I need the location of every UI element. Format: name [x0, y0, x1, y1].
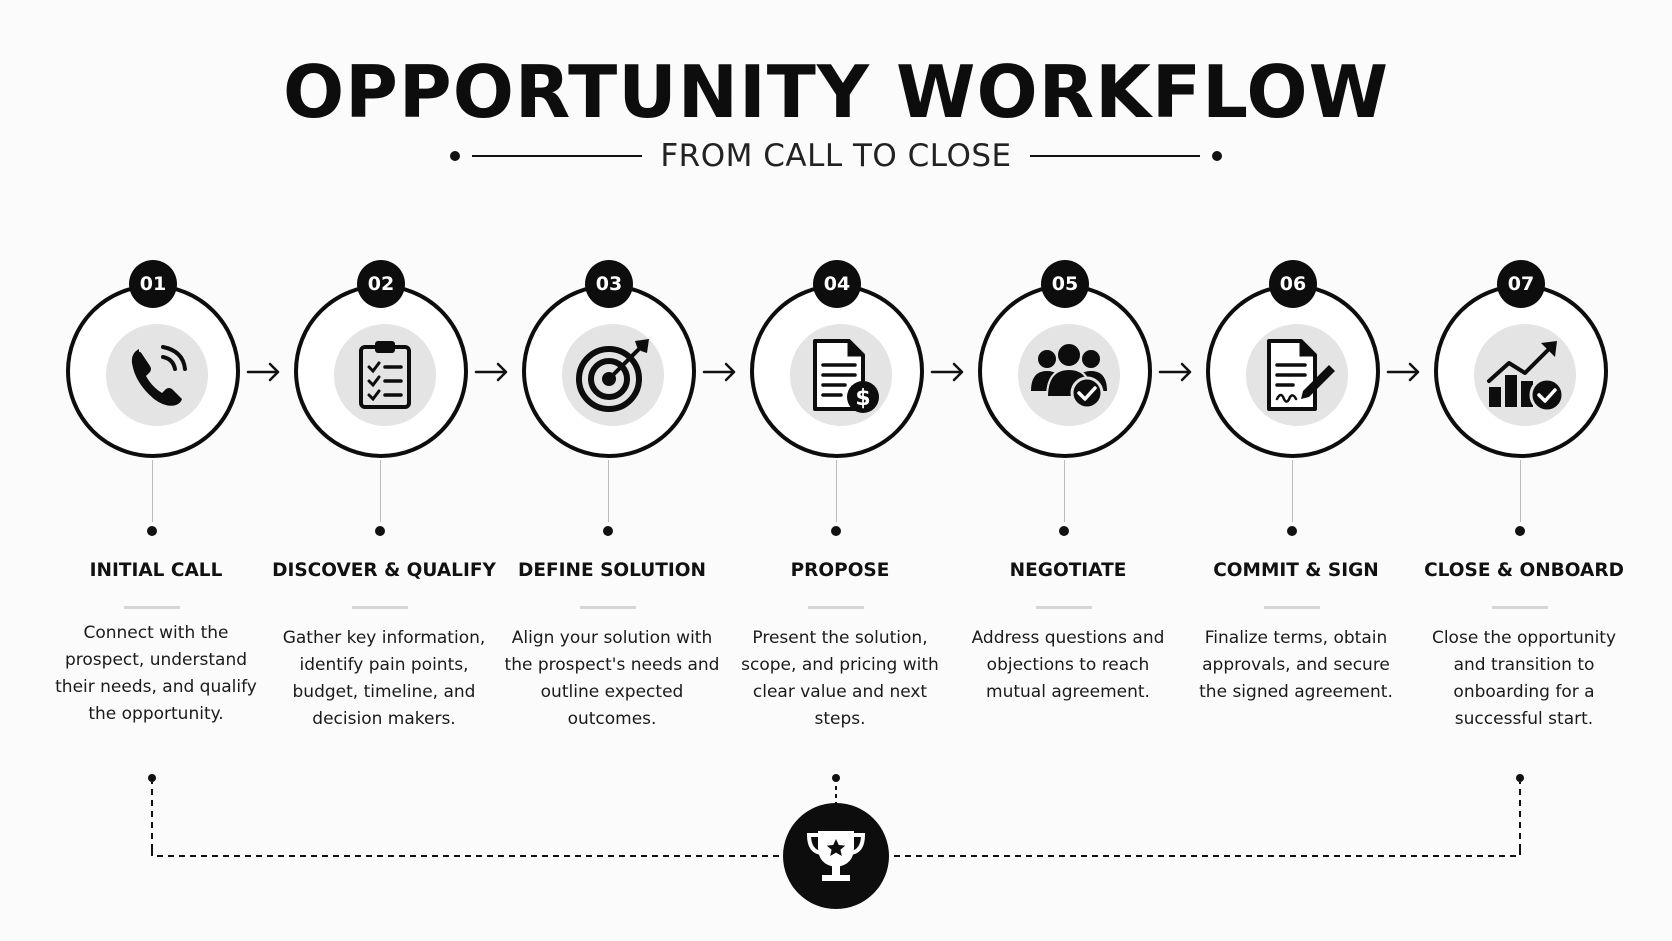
clipboard-checklist-icon: [359, 341, 411, 409]
subtitle-left-rule: [472, 155, 643, 157]
step-description: Gather key information, identify pain po…: [282, 628, 486, 729]
dashed-return-path: [151, 850, 1521, 857]
step-title: DISCOVER & QUALIFY: [272, 560, 496, 581]
step-description: Connect with the prospect, understand th…: [55, 623, 257, 724]
step-ring: [294, 284, 468, 458]
step-title: CLOSE & ONBOARD: [1424, 560, 1624, 581]
step-ring: [66, 284, 240, 458]
step-title: NEGOTIATE: [1009, 560, 1127, 581]
arrow-right-icon: [1158, 362, 1192, 382]
contract-sign-icon: [1267, 339, 1335, 411]
step-description: Present the solution, scope, and pricing…: [741, 628, 939, 729]
step-number-badge: 06: [1269, 260, 1317, 308]
step-description: Finalize terms, obtain approvals, and se…: [1199, 628, 1393, 702]
step-number-badge: 03: [585, 260, 633, 308]
step-ring: [1434, 284, 1608, 458]
target-icon: [576, 339, 649, 412]
step-title: DEFINE SOLUTION: [518, 560, 706, 581]
arrow-right-icon: [246, 362, 280, 382]
trophy-icon: [806, 831, 866, 881]
proposal-dollar-icon: $: [813, 339, 879, 413]
step-number-badge: 01: [129, 260, 177, 308]
phone-icon: [131, 345, 187, 406]
step-ring: $: [750, 284, 924, 458]
subtitle-row: FROM CALL TO CLOSE: [0, 138, 1672, 174]
subtitle-right-rule: [1029, 155, 1200, 157]
page-subtitle: FROM CALL TO CLOSE: [660, 138, 1012, 174]
arrow-right-icon: [1386, 362, 1420, 382]
step-number-badge: 04: [813, 260, 861, 308]
arrow-right-icon: [474, 362, 508, 382]
group-check-icon: [1031, 342, 1107, 410]
page-title: OPPORTUNITY WORKFLOW: [282, 50, 1390, 134]
trophy-badge: [783, 803, 889, 909]
growth-chart-check-icon: [1487, 341, 1565, 413]
step-title: PROPOSE: [790, 560, 890, 581]
step-number-badge: 07: [1497, 260, 1545, 308]
svg-text:$: $: [855, 386, 870, 411]
subtitle-left-dot: [450, 151, 461, 161]
step-ring: [978, 284, 1152, 458]
step-ring: [522, 284, 696, 458]
arrow-right-icon: [702, 362, 736, 382]
arrow-right-icon: [930, 362, 964, 382]
step-description: Align your solution with the prospect's …: [504, 628, 720, 729]
step-number-badge: 02: [357, 260, 405, 308]
step-title: COMMIT & SIGN: [1213, 560, 1379, 581]
step-ring: [1206, 284, 1380, 458]
subtitle-right-dot: [1211, 151, 1222, 161]
step-number-badge: 05: [1041, 260, 1089, 308]
step-title: INITIAL CALL: [89, 560, 223, 581]
step-description: Address questions and objections to reac…: [971, 628, 1165, 702]
step-description: Close the opportunity and transition to …: [1431, 628, 1617, 729]
